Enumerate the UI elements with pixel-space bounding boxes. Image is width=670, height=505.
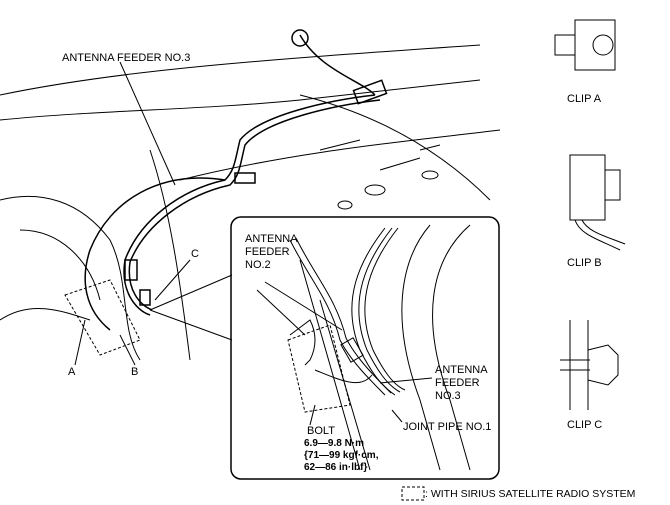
clip-c-drawing — [560, 320, 619, 410]
label-antenna-feeder-no2: ANTENNA FEEDER NO.2 — [245, 233, 298, 272]
line: ANTENNA — [245, 233, 298, 245]
line: ANTENNA — [435, 364, 488, 376]
leader-lines — [74, 61, 233, 366]
label-clip-b: CLIP B — [567, 257, 602, 269]
line: NO.2 — [245, 259, 271, 271]
label-antenna-feeder-no3: ANTENNA FEEDER NO.3 — [62, 52, 191, 64]
label-clip-c: CLIP C — [567, 419, 603, 431]
line: 62—86 in·lbf} — [304, 462, 368, 473]
line: 6.9—9.8 N·m — [304, 438, 365, 449]
torque-spec: 6.9—9.8 N·m {71—99 kgf·cm, 62—86 in·lbf} — [304, 438, 378, 474]
legend-text: : WITH SIRIUS SATELLITE RADIO SYSTEM — [425, 488, 636, 500]
clip-b-drawing — [569, 154, 626, 251]
line: FEEDER — [245, 246, 290, 258]
label-bolt: BOLT — [307, 425, 335, 437]
label-joint-pipe: JOINT PIPE NO.1 — [403, 421, 492, 433]
detail-view-lineart — [256, 224, 471, 471]
antenna-feeder-cable — [84, 29, 388, 331]
clip-a-drawing — [554, 19, 616, 71]
callout-c: C — [191, 248, 199, 260]
callout-b: B — [131, 366, 139, 378]
callout-a: A — [68, 366, 76, 378]
line: {71—99 kgf·cm, — [304, 450, 379, 461]
vehicle-body-lines — [0, 44, 501, 361]
legend-dashed-box — [401, 486, 425, 501]
sirius-dashed-area — [64, 279, 141, 356]
label-antenna-feeder-no3-detail: ANTENNA FEEDER NO.3 — [435, 364, 488, 403]
line: FEEDER — [435, 377, 480, 389]
line: NO.3 — [435, 390, 461, 402]
detail-view-frame — [230, 216, 500, 480]
label-clip-a: CLIP A — [567, 93, 602, 105]
